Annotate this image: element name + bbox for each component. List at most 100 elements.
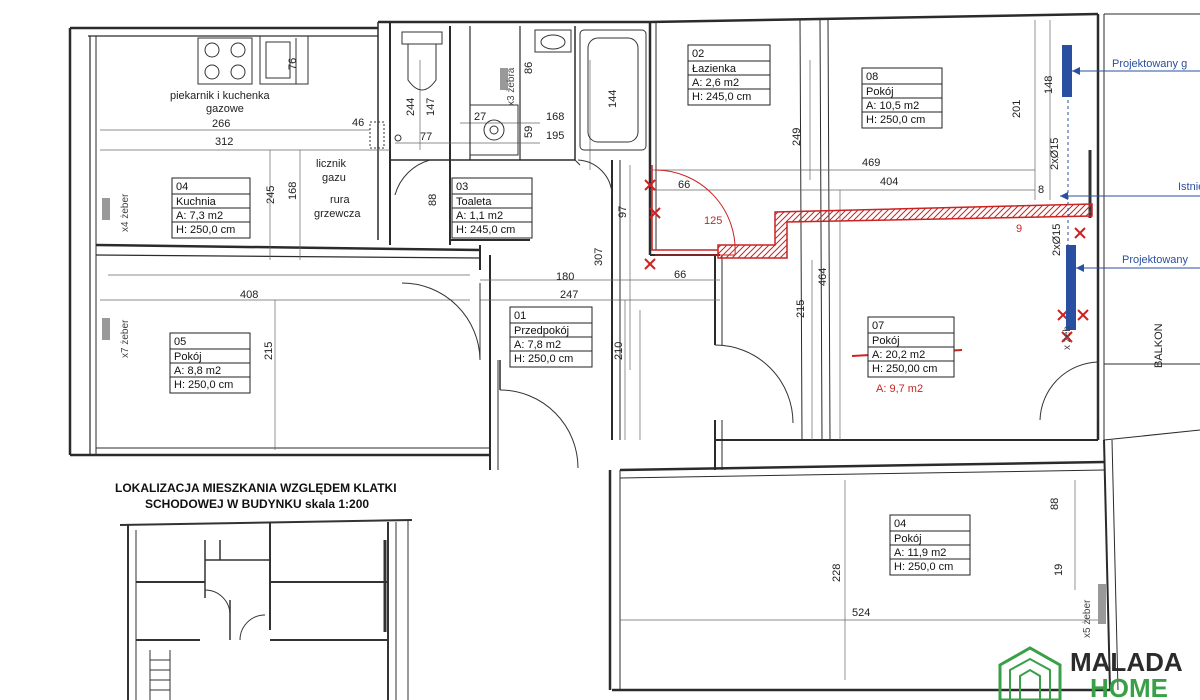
room-name: Pokój [866,86,894,98]
dim-label: 228 [831,564,843,582]
room-area: A: 7,3 m2 [176,210,223,222]
pipe-label: 2xØ15 [1051,224,1063,256]
dim-label: 215 [263,342,275,360]
pipe-label: 2xØ15 [1049,138,1061,170]
dim-label: 469 [862,157,880,169]
stove-label-2: gazowe [206,103,244,115]
reference-lines [100,20,1100,680]
room-area: A: 2,6 m2 [692,77,739,89]
room-box-05: 05 Pokój A: 8,8 m2 H: 250,0 cm [169,332,251,394]
balcony-label: BALKON [1153,323,1165,368]
dim-label: 201 [1011,100,1023,118]
existing-label: Istnie [1178,181,1200,193]
dim-label: 27 [474,111,486,123]
room-name: Toaleta [456,196,492,208]
room-number: 08 [866,71,878,83]
rib-label: x3 żebra [506,67,517,106]
projected-label: Projektowany g [1112,58,1187,70]
room-box-07: 07 Pokój A: 20,2 m2 H: 250,00 cm [867,316,955,378]
room-name: Pokój [174,351,202,363]
rib-label: x5 żeber [1082,599,1093,638]
room-height: H: 250,0 cm [514,353,573,365]
dim-label: 66 [674,269,686,281]
kitchen-sink [259,35,309,85]
dim-label: 244 [405,98,417,116]
dim-label: 524 [852,607,870,619]
dim-label: 88 [427,194,439,206]
room-height: H: 250,0 cm [866,114,925,126]
stove-label: piekarnik i kuchenka [170,90,271,102]
room-box-01: 01 Przedpokój A: 7,8 m2 H: 250,0 cm [509,306,593,368]
projected-label: Projektowany [1122,254,1189,266]
rib-label: x7 żeber [120,319,131,358]
dim-label: 88 [1049,498,1061,510]
logo-line2: HOME [1090,673,1168,700]
toilet-bowl [401,31,443,91]
room07-new-area: A: 9,7 m2 [876,383,923,395]
walls [68,12,1200,692]
dim-label: 307 [593,248,605,266]
dim-label: 247 [560,289,578,301]
dim-label: 195 [546,130,564,142]
room-box-04-room: 04 Pokój A: 11,9 m2 H: 250,0 cm [889,514,971,576]
annotations: piekarnik i kuchenka gazowe licznik gazu… [120,58,1200,638]
room-box-02: 02 Łazienka A: 2,6 m2 H: 245,0 cm [687,44,771,106]
room-box-03: 03 Toaleta A: 1,1 m2 H: 245,0 cm [451,177,533,239]
room-area: A: 20,2 m2 [872,349,925,361]
dim-label: 59 [523,126,535,138]
room-area: A: 8,8 m2 [174,365,221,377]
dim-label: 464 [817,268,829,286]
rib-markers [102,68,1106,624]
dim-label: 46 [352,117,364,129]
dim-label: 245 [265,186,277,204]
dim-label: 66 [678,179,690,191]
room-name: Łazienka [692,63,737,75]
gas-boiler [469,104,519,156]
dim-label: 312 [215,136,233,148]
projected-elements [1060,45,1200,330]
room-area: A: 1,1 m2 [456,210,503,222]
dim-label: 408 [240,289,258,301]
room-number: 07 [872,320,884,332]
room-box-08: 08 Pokój A: 10,5 m2 H: 250,0 cm [861,67,943,129]
room-name: Pokój [872,335,900,347]
room-number: 05 [174,336,186,348]
demolition-marks [644,179,1089,343]
room-number: 03 [456,181,468,193]
demolished-wall-outline [651,165,718,251]
dim-label: 168 [287,182,299,200]
room-name: Kuchnia [176,196,217,208]
dim-label: 8 [1038,184,1044,196]
room-name: Przedpokój [514,325,569,337]
gas-meter-label-2: gazu [322,172,346,184]
dim-label: 147 [425,98,437,116]
room-height: H: 250,0 cm [176,224,235,236]
dim-label: 266 [212,118,230,130]
dim-label: 148 [1043,76,1055,94]
room-height: H: 250,0 cm [174,379,233,391]
dim-label: 210 [613,342,625,360]
dimensions: 266 46 312 244 147 77 27 59 168 195 86 1… [212,58,1065,619]
logo-line1: MALADA [1070,647,1183,677]
dim-label: 19 [1053,564,1065,576]
room-box-04-kitchen: 04 Kuchnia A: 7,3 m2 H: 250,0 cm [171,177,251,239]
dim-label: 215 [795,300,807,318]
inset-title-line2: SCHODOWEJ W BUDYNKU skala 1:200 [145,497,369,511]
rib-label: x żeb [1062,326,1073,350]
room-number: 02 [692,48,704,60]
malada-home-logo: MALADA HOME [998,646,1183,700]
room-area: A: 11,9 m2 [894,547,946,559]
room-height: H: 250,0 cm [894,561,953,573]
washbasin [534,29,572,53]
room-height: H: 245,0 cm [456,224,515,236]
heating-pipe-label-2: grzewcza [314,208,361,220]
bathtub [579,29,647,151]
location-inset-plan [119,519,413,700]
dim-label: 249 [791,128,803,146]
dim-label: 144 [607,90,619,108]
room-name: Pokój [894,533,922,545]
inset-title-line1: LOKALIZACJA MIESZKANIA WZGLĘDEM KLATKI [115,481,397,495]
dim-label: 77 [420,131,432,143]
room-area: A: 10,5 m2 [866,100,919,112]
